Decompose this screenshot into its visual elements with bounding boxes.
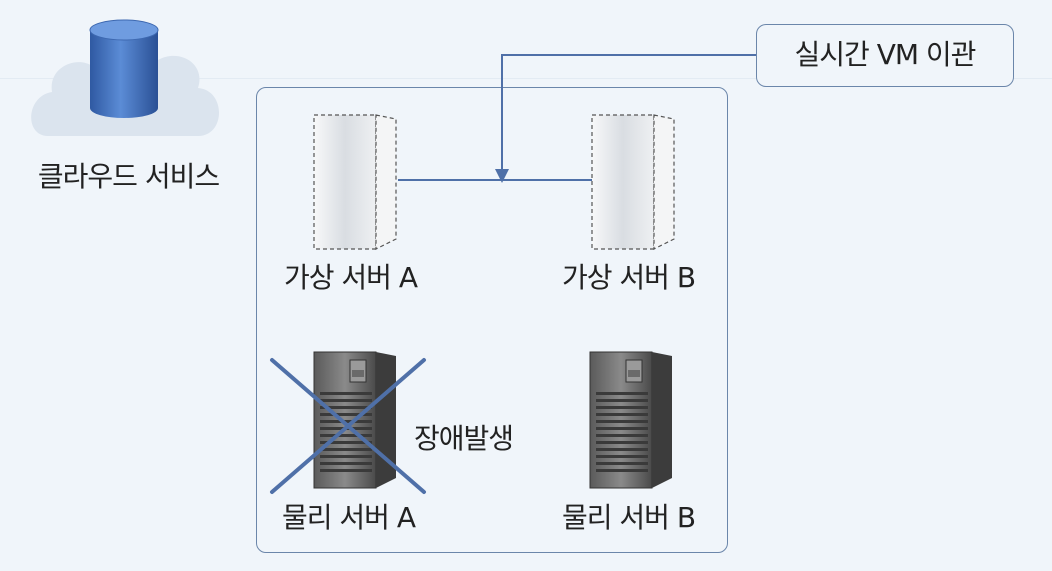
physical-server-a-label: 물리 서버 A: [282, 501, 416, 534]
virtual-server-a-icon: [312, 113, 398, 253]
live-migration-callout: 실시간 VM 이관: [756, 24, 1014, 87]
top-divider: [0, 78, 1052, 79]
virtual-server-b-label: 가상 서버 B: [562, 261, 696, 294]
physical-server-b-label: 물리 서버 B: [562, 501, 696, 534]
failure-cross-icon: [270, 358, 426, 494]
virtual-server-a-label: 가상 서버 A: [284, 261, 418, 294]
virtual-server-b-icon: [590, 113, 676, 253]
physical-server-b-icon: [588, 350, 674, 490]
server-cluster-frame: [256, 87, 728, 553]
physical-server-a-icon: [312, 350, 398, 490]
cloud-database-icon: [30, 8, 220, 143]
failure-label: 장애발생: [414, 422, 514, 455]
cloud-service-label: 클라우드 서비스: [37, 160, 220, 193]
